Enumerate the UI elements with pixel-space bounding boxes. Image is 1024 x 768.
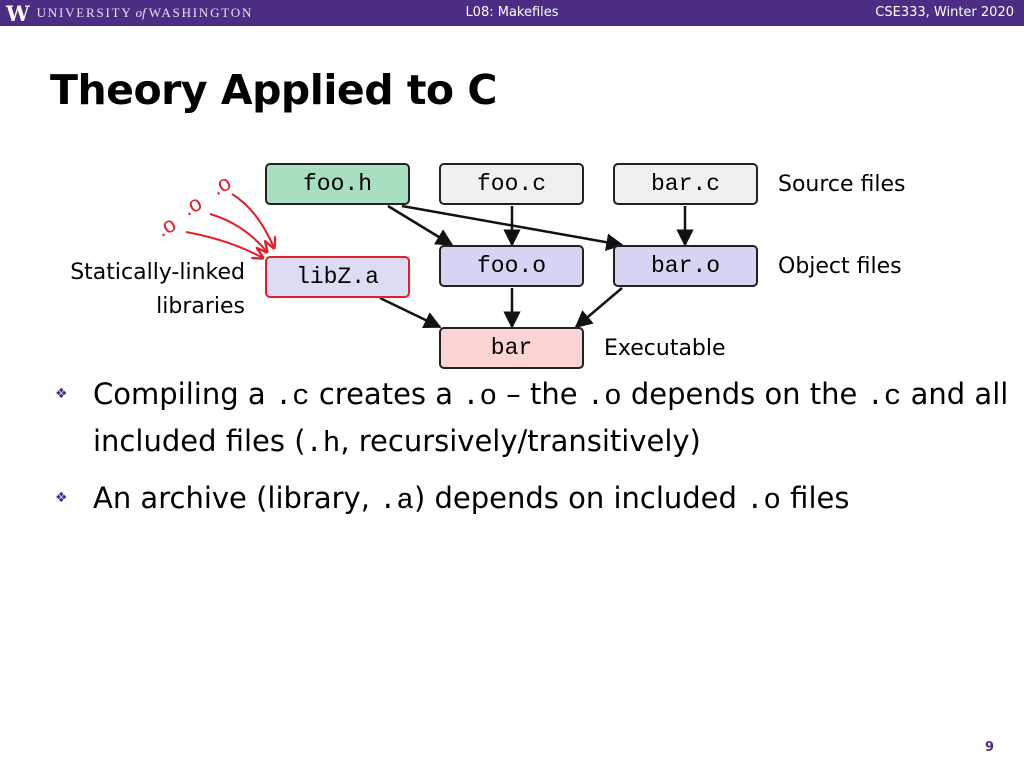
label-object-files: Object files: [778, 254, 902, 279]
edge-baro-bar: [574, 287, 623, 329]
page-number: 9: [984, 740, 994, 755]
bullet2-text-2: ) depends on included: [413, 481, 747, 515]
label-static-line1: Statically-linked: [70, 260, 245, 285]
bullet1-text-3: – the: [497, 377, 587, 411]
bullet-item-compile: ❖ Compiling a .c creates a .o – the .o d…: [55, 372, 1015, 466]
uw-university: UNIVERSITY: [36, 5, 133, 20]
bullet1-code-5: .h: [305, 427, 341, 460]
annotation-o-1: .o: [207, 170, 235, 201]
label-executable: Executable: [604, 336, 726, 361]
bullet-item-archive: ❖ An archive (library, .a) depends on in…: [55, 476, 1015, 523]
bullet1-text-1: Compiling a: [93, 377, 275, 411]
annotation-arrow-3: [185, 231, 263, 258]
bullet-diamond-icon: ❖: [55, 490, 68, 506]
bullet1-code-2: .o: [462, 380, 498, 413]
bullet1-text-4: depends on the: [621, 377, 867, 411]
bullet1-text-6: , recursively/transitively): [340, 424, 701, 458]
label-static-libraries: Statically-linked libraries: [70, 256, 245, 324]
annotation-o-2: .o: [178, 190, 206, 221]
bullet2-code-2: .o: [746, 484, 781, 517]
annotation-arrow-1: [231, 193, 274, 248]
node-bar-c: bar.c: [613, 163, 758, 205]
bullet2-code-1: .a: [379, 484, 414, 517]
bullet1-code-1: .c: [274, 380, 310, 413]
edge-fooh-fooo: [387, 204, 454, 247]
annotation-arrow-2: [209, 213, 267, 252]
node-bar: bar: [439, 327, 584, 369]
course-name: CSE333, Winter 2020: [875, 5, 1014, 20]
uw-of: of: [135, 5, 146, 20]
annotation-o-3: .o: [152, 211, 180, 242]
uw-w-icon: W: [6, 0, 30, 26]
label-source-files: Source files: [778, 172, 906, 197]
bullet1-text-2: creates a: [309, 377, 463, 411]
edge-libz-bar: [379, 296, 442, 329]
bullet-diamond-icon: ❖: [55, 386, 68, 402]
bullet2-text-3: files: [780, 481, 850, 515]
label-static-line2: libraries: [156, 294, 245, 319]
node-bar-o: bar.o: [613, 245, 758, 287]
dependency-diagram: .o .o .o: [152, 170, 694, 329]
node-foo-o: foo.o: [439, 245, 584, 287]
node-foo-h: foo.h: [265, 163, 410, 205]
bullet1-code-3: .o: [586, 380, 622, 413]
node-libz-a: libZ.a: [265, 256, 410, 298]
bullet1-code-4: .c: [866, 380, 902, 413]
node-foo-c: foo.c: [439, 163, 584, 205]
slide-title: Theory Applied to C: [50, 66, 497, 114]
bullet2-text-1: An archive (library,: [93, 481, 380, 515]
uw-washington: WASHINGTON: [148, 5, 254, 20]
bullet1-text-5: and all included files (: [93, 377, 1009, 458]
lecture-title: L08: Makefiles: [465, 5, 559, 20]
bullet-list: ❖ Compiling a .c creates a .o – the .o d…: [55, 372, 1015, 523]
